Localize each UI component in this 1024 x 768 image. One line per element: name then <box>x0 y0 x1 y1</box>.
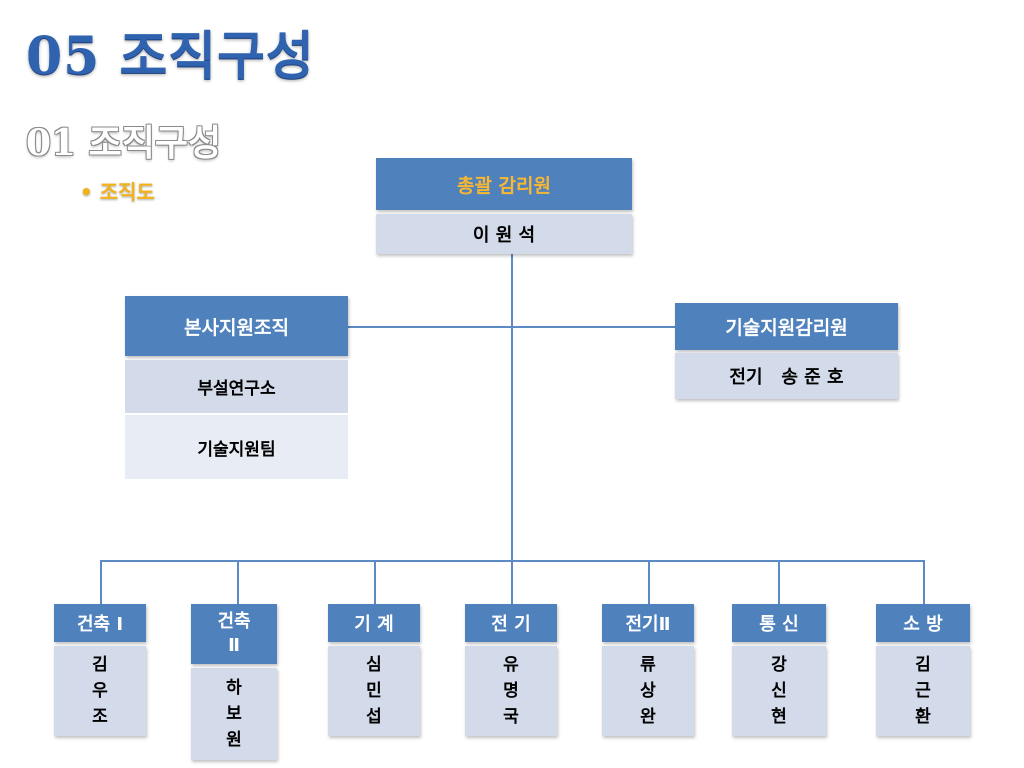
hq-support-item-research: 부설연구소 <box>125 360 348 413</box>
team-header-elec2: 전기Ⅱ <box>602 604 694 642</box>
page-title: 05 조직구성 <box>26 26 315 87</box>
team-header-arch2: 건축 Ⅱ <box>191 604 277 664</box>
member-char: 우 <box>92 681 108 701</box>
team-members-comm: 강 신 현 <box>732 646 826 736</box>
team-members-arch2: 하 보 원 <box>191 668 277 760</box>
team-members-arch1: 김 우 조 <box>54 646 146 736</box>
member-char: 명 <box>503 681 519 701</box>
member-char: 현 <box>771 707 787 727</box>
tech-supervisor-name: 전기 송 준 호 <box>729 367 844 388</box>
member-char: 완 <box>640 707 656 727</box>
hq-support-item-tech-label: 기술지원팀 <box>197 439 276 460</box>
team-members-elec2: 류 상 완 <box>602 646 694 736</box>
tech-supervisor-title: 기술지원감리원 <box>725 317 848 339</box>
member-char: 김 <box>915 655 931 675</box>
member-char: 하 <box>226 678 242 698</box>
team-members-fire: 김 근 환 <box>876 646 970 736</box>
team-title-elec2: 전기Ⅱ <box>625 614 671 635</box>
team-title-fire: 소 방 <box>903 614 943 635</box>
bullet-org-chart: • 조직도 <box>80 180 155 204</box>
member-char: 신 <box>771 681 787 701</box>
team-members-elec: 유 명 국 <box>465 646 557 736</box>
team-header-comm: 통 신 <box>732 604 826 642</box>
hq-support-header: 본사지원조직 <box>125 296 348 356</box>
connector-team-4 <box>511 560 513 604</box>
member-char: 강 <box>771 655 787 675</box>
member-char: 근 <box>915 681 931 701</box>
member-char: 상 <box>640 681 656 701</box>
team-title-elec: 전 기 <box>491 614 531 635</box>
member-char: 원 <box>226 730 242 750</box>
member-char: 보 <box>226 704 242 724</box>
team-title-arch2-line1: 건축 <box>217 611 251 632</box>
member-char: 유 <box>503 655 519 675</box>
connector-team-6 <box>778 560 780 604</box>
connector-side-horizontal <box>348 326 676 328</box>
hq-support-item-tech: 기술지원팀 <box>125 415 348 479</box>
hq-support-title: 본사지원조직 <box>184 316 289 339</box>
team-header-fire: 소 방 <box>876 604 970 642</box>
tech-supervisor-name-cell: 전기 송 준 호 <box>675 353 898 399</box>
team-header-elec: 전 기 <box>465 604 557 642</box>
member-char: 심 <box>366 655 382 675</box>
team-title-arch2-line2: Ⅱ <box>228 635 240 656</box>
team-title-arch1: 건축 Ⅰ <box>76 614 124 635</box>
member-char: 조 <box>92 707 108 727</box>
connector-main-vertical <box>511 254 513 561</box>
connector-team-1 <box>100 560 102 604</box>
connector-team-5 <box>648 560 650 604</box>
connector-team-3 <box>374 560 376 604</box>
chief-supervisor-name: 이 원 석 <box>472 225 536 246</box>
section-subtitle: 01 조직구성 <box>26 122 222 164</box>
chief-supervisor-role: 총괄 감리원 <box>456 174 551 197</box>
member-char: 민 <box>366 681 382 701</box>
member-char: 김 <box>92 655 108 675</box>
member-char: 섭 <box>366 707 382 727</box>
hq-support-item-research-label: 부설연구소 <box>197 379 276 399</box>
member-char: 국 <box>503 707 519 727</box>
team-members-mech: 심 민 섭 <box>328 646 420 736</box>
team-title-comm: 통 신 <box>759 614 799 635</box>
member-char: 류 <box>640 655 656 675</box>
chief-supervisor-name-cell: 이 원 석 <box>376 214 632 254</box>
team-header-arch1: 건축 Ⅰ <box>54 604 146 642</box>
team-title-mech: 기 계 <box>354 614 394 635</box>
connector-team-7 <box>923 560 925 604</box>
member-char: 환 <box>915 707 931 727</box>
chief-supervisor-header: 총괄 감리원 <box>376 158 632 210</box>
team-header-mech: 기 계 <box>328 604 420 642</box>
tech-supervisor-header: 기술지원감리원 <box>675 303 898 350</box>
connector-team-2 <box>237 560 239 604</box>
